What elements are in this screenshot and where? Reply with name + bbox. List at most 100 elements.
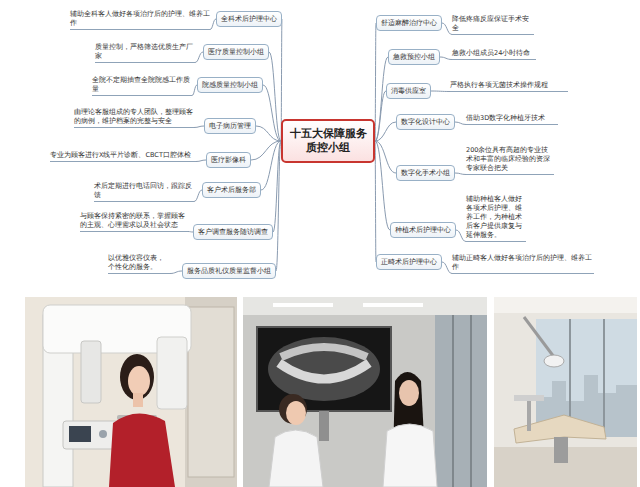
branch-line	[170, 271, 182, 274]
topic-label: 服务品质礼仪质量监督小组	[187, 266, 271, 276]
topic-label: 消毒供应室	[391, 86, 426, 96]
topic-label: 医疗影像科	[211, 155, 246, 165]
note-text: 借助3D数字化种植牙技术	[466, 114, 558, 123]
topic-label: 院感质量控制小组	[202, 80, 258, 90]
machine-arm	[157, 337, 187, 409]
note-topic: 辅助全科客人做好各项治疗后的护理、维养工作	[70, 10, 210, 30]
note-topic: 借助3D数字化种植牙技术	[466, 114, 558, 125]
topic-box: 医疗影像科	[206, 152, 251, 168]
branch-line	[442, 262, 452, 274]
central-topic: 十五大保障服务 质控小组	[281, 119, 375, 163]
branch-line	[455, 173, 466, 175]
note-text: 辅助种植客人做好各项术后护理、维养工作，为种植术后客户提供康复与延伸服务。	[466, 195, 526, 240]
note-text: 术后定期进行电话回访，跟踪反馈	[94, 182, 194, 200]
chair-base	[554, 437, 568, 463]
topic-box: 舒适麻醉治疗中心	[376, 15, 442, 31]
branch-line	[263, 85, 281, 141]
xray-photo	[243, 297, 487, 487]
topic-label: 全科术后护理中心	[221, 14, 277, 24]
branch-line	[375, 23, 376, 141]
branch-line	[375, 141, 376, 262]
topic-label: 数字化设计中心	[401, 117, 450, 127]
note-topic: 辅助正畸客人做好各项治疗后的护理、维养工作	[452, 254, 594, 274]
branch-line	[256, 126, 281, 141]
door-glass	[188, 307, 234, 477]
ceiling-light	[363, 303, 423, 307]
branch-line	[276, 141, 281, 271]
topic-box: 全科术后护理中心	[216, 11, 282, 27]
clinic-photo	[494, 297, 637, 487]
note-text: 降低疼痛反应保证手术安全	[452, 15, 534, 33]
note-text: 辅助正畸客人做好各项治疗后的护理、维养工作	[452, 254, 594, 272]
note-topic: 辅助种植客人做好各项术后护理、维养工作，为种植术后客户提供康复与延伸服务。	[466, 195, 526, 242]
topic-label: 十五大保障服务 质控小组	[287, 127, 369, 155]
note-topic: 专业为顾客进行X线平片诊断、CBCT口腔体检	[50, 151, 196, 162]
topic-label: 种植术后护理中心	[395, 225, 451, 235]
topic-label: 舒适麻醉治疗中心	[381, 18, 437, 28]
topic-box: 服务品质礼仪质量监督小组	[182, 263, 276, 279]
sensor-panel	[81, 341, 101, 403]
branch-line	[194, 190, 202, 202]
topic-box: 急救预控小组	[388, 49, 440, 65]
branch-line	[375, 141, 390, 230]
tray-post	[527, 401, 531, 431]
doctor-coat	[269, 430, 323, 487]
note-topic: 严格执行各项无菌技术操作规程	[450, 81, 568, 92]
branch-line	[251, 141, 281, 160]
topic-box: 正畸术后护理中心	[376, 254, 442, 270]
cbct-photo	[25, 297, 237, 487]
note-text: 200余位具有高超的专业技术和丰富的临床经验的资深专家联合把关	[466, 146, 554, 173]
note-text: 质量控制，严格筛选优质生产厂家	[95, 43, 195, 61]
window-frame	[603, 319, 605, 437]
topic-label: 电子病历管理	[209, 121, 251, 131]
topic-box: 医疗质量控制小组	[203, 44, 269, 60]
branch-line	[456, 230, 466, 242]
instrument-tray	[514, 395, 544, 401]
note-topic: 200余位具有高超的专业技术和丰富的临床经验的资深专家联合把关	[466, 146, 554, 175]
branch-line	[196, 160, 206, 162]
note-text: 辅助全科客人做好各项治疗后的护理、维养工作	[70, 10, 210, 28]
ceiling	[494, 297, 637, 313]
woman-face	[128, 366, 150, 396]
topic-box: 种植术后护理中心	[390, 222, 456, 238]
topic-box: 电子病历管理	[204, 118, 256, 134]
branch-line	[195, 52, 203, 63]
topic-label: 客户术后服务部	[207, 185, 256, 195]
lamp-arm	[524, 317, 554, 357]
note-topic: 质量控制，严格筛选优质生产厂家	[95, 43, 195, 63]
monitor	[257, 327, 391, 411]
note-topic: 由理论客服组成的专人团队，整理顾客的病例，维护档案的完整与安全	[74, 108, 194, 128]
visitor-shirt	[383, 424, 437, 487]
note-text: 与顾客保持紧密的联系，掌握顾客的主观、心理需求以及社会状态	[80, 212, 188, 230]
control-screen	[69, 426, 91, 442]
window-frame	[470, 315, 472, 487]
note-text: 严格执行各项无菌技术操作规程	[450, 81, 568, 90]
branch-line	[440, 57, 452, 60]
xray-skull	[268, 337, 380, 401]
door-panel	[185, 297, 237, 487]
topic-label: 正畸术后护理中心	[381, 257, 437, 267]
branch-line	[375, 122, 396, 141]
control-panel	[63, 421, 119, 449]
doctor-hair	[279, 394, 307, 424]
photo-wall	[494, 297, 637, 487]
doctor-face	[286, 401, 306, 425]
note-topic: 术后定期进行电话回访，跟踪反馈	[94, 182, 194, 202]
window	[435, 315, 487, 487]
topic-box: 消毒供应室	[386, 83, 431, 99]
note-text: 由理论客服组成的专人团队，整理顾客的病例，维护档案的完整与安全	[74, 108, 194, 126]
topic-label: 数字化手术小组	[401, 168, 450, 178]
topic-box: 客户术后服务部	[202, 182, 261, 198]
note-text: 以优雅仪容仪表，个性化的服务。	[108, 254, 170, 272]
xray-upper-teeth	[281, 347, 367, 357]
xray-lower-teeth	[279, 363, 369, 379]
monitor-stand	[319, 411, 329, 441]
woman-neck	[133, 393, 143, 407]
note-text: 急救小组成员24小时待命	[452, 49, 536, 58]
note-topic: 急救小组成员24小时待命	[452, 49, 536, 60]
dental-lamp	[544, 355, 564, 367]
topic-label: 客户调查服务随访调查	[198, 227, 268, 237]
ceiling	[243, 297, 487, 315]
